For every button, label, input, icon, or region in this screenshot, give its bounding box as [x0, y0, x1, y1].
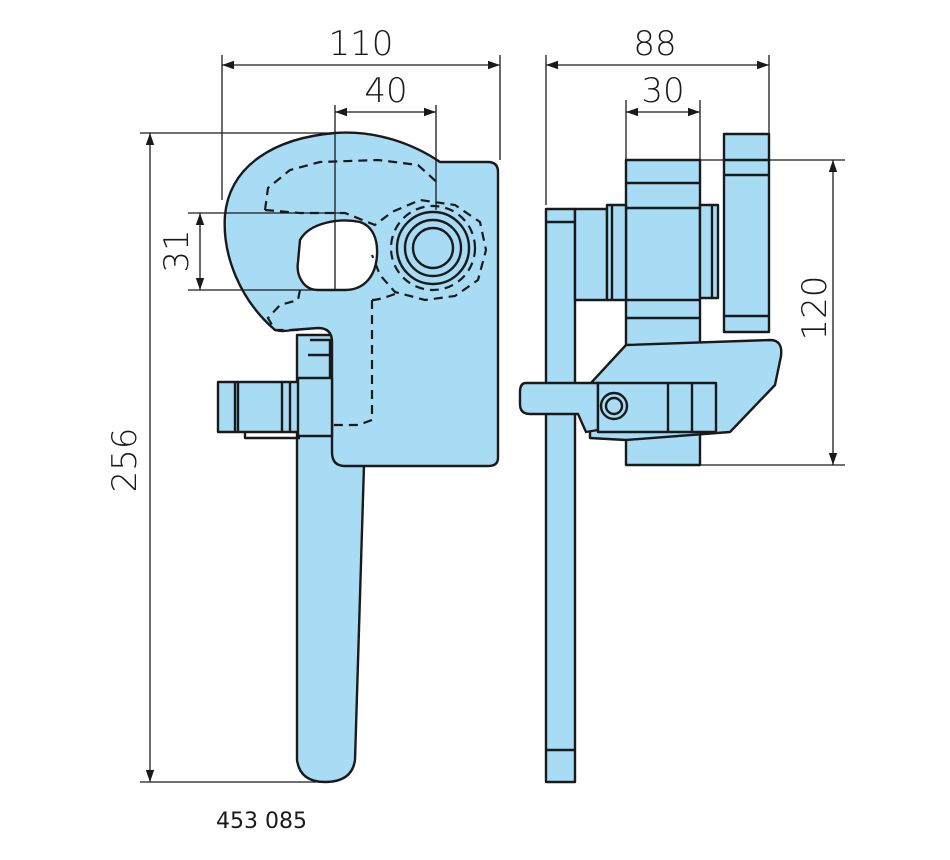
- article-number: 453 085: [216, 809, 307, 834]
- ext-88: [545, 55, 770, 205]
- ext-120: [700, 159, 845, 466]
- latch-plunger: [308, 338, 332, 378]
- hidden-jaw-tip: [266, 289, 302, 332]
- dim-30-label: 30: [641, 71, 684, 111]
- side-latch-pin-inner: [604, 396, 624, 416]
- side-view: [518, 132, 783, 784]
- side-jaw-lines: [626, 181, 700, 320]
- side-collar-left: [605, 203, 628, 302]
- pivot-hidden-ring: [389, 204, 477, 292]
- dim-40-label: 40: [364, 71, 407, 111]
- pivot-bolt-icon: [411, 226, 455, 270]
- latch-base: [243, 432, 300, 440]
- ext-31: [188, 212, 345, 291]
- hidden-inner-slot: [332, 300, 374, 427]
- side-collar-right: [698, 203, 720, 300]
- hidden-pivot-curve: [371, 290, 401, 302]
- handle-lever: [295, 333, 366, 784]
- pivot-washer: [403, 218, 463, 278]
- side-latch-block: [596, 381, 718, 434]
- side-handle-bar: [544, 207, 577, 784]
- jaw-opening: [296, 219, 379, 292]
- dim-88-label: 88: [633, 24, 676, 64]
- side-handle-ends: [546, 220, 575, 752]
- ext-40: [334, 105, 437, 290]
- ext-256: [140, 132, 340, 783]
- dim-110-label: 110: [329, 24, 394, 64]
- dim-120-label: 120: [795, 276, 835, 341]
- dim-31-label: 31: [157, 229, 197, 272]
- side-clamp-pad: [722, 132, 771, 334]
- side-latch-grooves: [666, 383, 694, 432]
- dim-256-label: 256: [105, 428, 145, 493]
- front-view: [216, 131, 500, 784]
- side-latch-lever: [518, 381, 600, 434]
- side-plate: [573, 207, 609, 302]
- latch-grooves: [233, 382, 292, 432]
- ext-110: [221, 55, 501, 200]
- latch-housing: [216, 380, 302, 434]
- hidden-hook-contour: [263, 158, 441, 211]
- latch-collar: [296, 376, 334, 438]
- hidden-hook-lower: [264, 198, 488, 302]
- dimensions: 110 40 31 256 88 30 120: [105, 24, 845, 783]
